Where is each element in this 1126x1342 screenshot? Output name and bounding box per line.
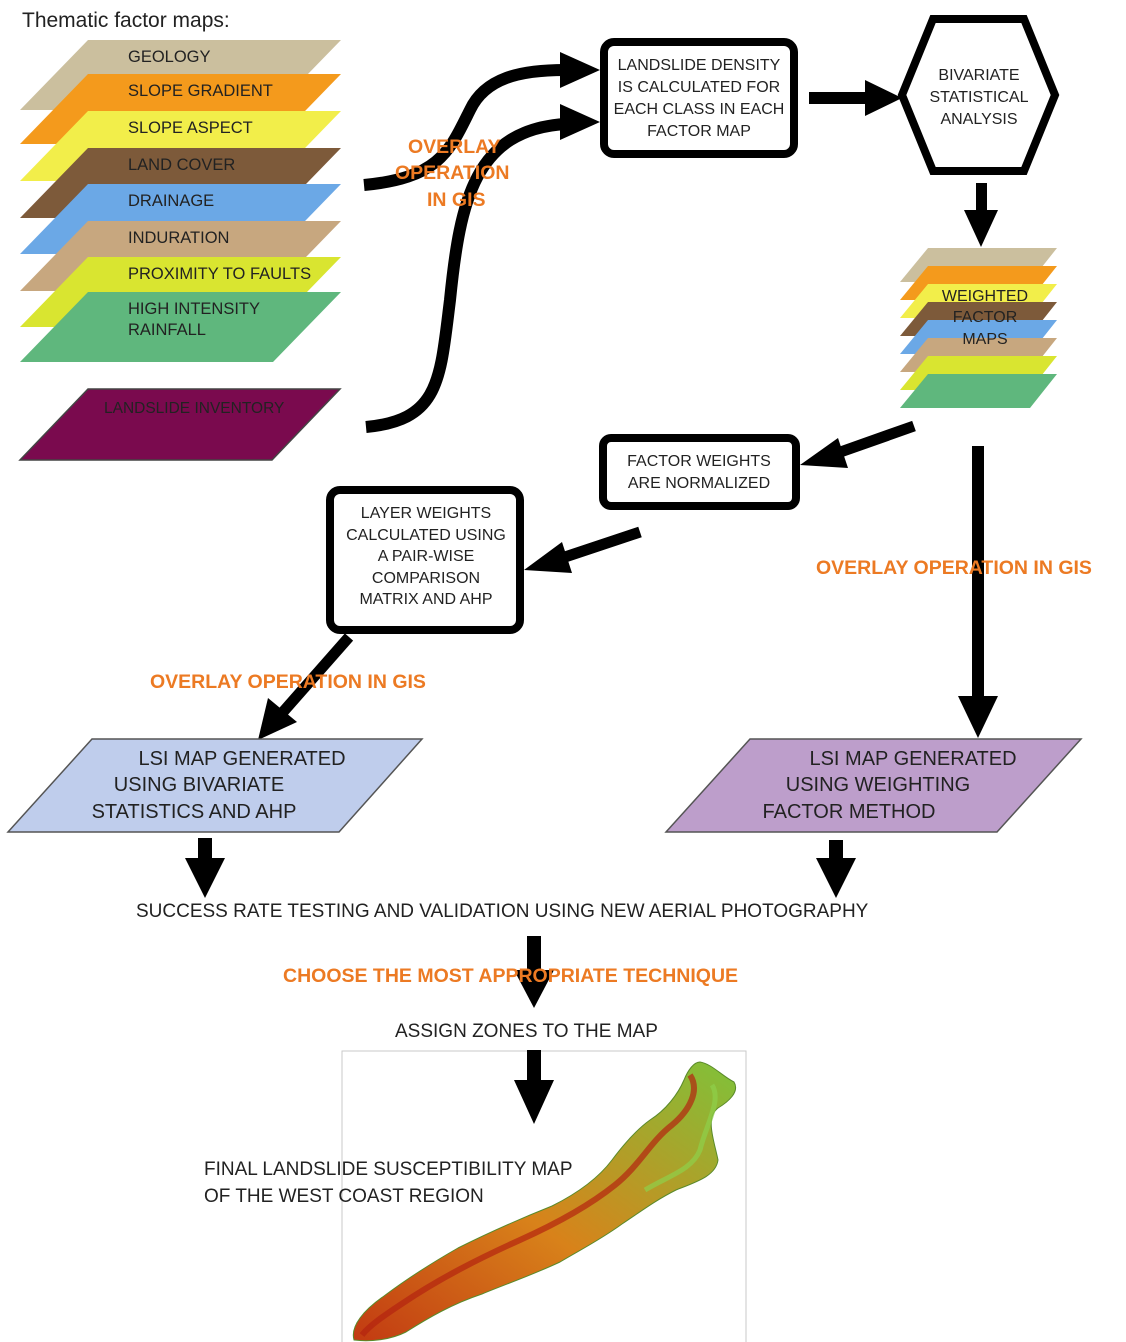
- overlay-label-right: OVERLAY OPERATION IN GIS: [816, 557, 1092, 579]
- west-coast-region-map: [352, 1061, 736, 1342]
- factor-layer-stack: GEOLOGY SLOPE GRADIENT SLOPE ASPECT LAND CO…: [20, 40, 341, 362]
- box-text: LANDSLIDE DENSITY: [618, 57, 781, 74]
- box-text: MATRIX AND AHP: [359, 591, 492, 608]
- assign-zones-text: ASSIGN ZONES TO THE MAP: [395, 1021, 658, 1042]
- lsi-text: LSI MAP GENERATED: [809, 748, 1016, 770]
- arrow-success-to-assign: [514, 936, 554, 1008]
- factor-layer-label: PROXIMITY TO FAULTS: [128, 265, 311, 283]
- weighted-map-layer: [900, 374, 1057, 408]
- heading: Thematic factor maps:: [22, 9, 230, 32]
- lsi-text: USING WEIGHTING: [786, 774, 970, 796]
- factor-layer-label: DRAINAGE: [128, 192, 214, 210]
- landslide-inventory-layer: LANDSLIDE INVENTORY: [18, 388, 342, 461]
- factor-layer-label: SLOPE ASPECT: [128, 119, 253, 137]
- final-map-title-line2: OF THE WEST COAST REGION: [204, 1186, 484, 1207]
- box-text: LAYER WEIGHTS: [361, 505, 491, 522]
- overlay-arrows: [363, 52, 600, 433]
- weighted-label-line: WEIGHTED: [942, 288, 1028, 305]
- box-text: EACH CLASS IN EACH: [614, 101, 785, 118]
- hex-text: BIVARIATE: [938, 67, 1019, 84]
- overlay-label-left: OVERLAY OPERATION IN GIS: [150, 671, 426, 693]
- factor-layer-label: GEOLOGY: [128, 48, 211, 66]
- weighted-factor-maps-stack: [900, 248, 1057, 408]
- factor-layer-label: INDURATION: [128, 229, 229, 247]
- box-text: FACTOR MAP: [647, 123, 751, 140]
- weighted-maps-label: WEIGHTED FACTOR MAPS: [942, 288, 1028, 348]
- arrow-to-normalized: [800, 420, 916, 468]
- box-text: COMPARISON: [372, 570, 480, 587]
- lsi-text: LSI MAP GENERATED: [138, 748, 345, 770]
- factor-layer-label: LAND COVER: [128, 156, 235, 174]
- arrow-to-bivariate: [809, 80, 902, 116]
- arrow-assign-to-map: [514, 1050, 554, 1124]
- arrow-lsi-left-to-success: [185, 838, 225, 898]
- weighted-label-line: FACTOR: [953, 309, 1018, 326]
- hex-text: ANALYSIS: [940, 111, 1017, 128]
- overlay-label-line: IN GIS: [427, 189, 486, 211]
- box-text: IS CALCULATED FOR: [618, 79, 780, 96]
- box-text: CALCULATED USING: [346, 527, 506, 544]
- bivariate-analysis-hexagon: BIVARIATE STATISTICAL ANALYSIS: [897, 15, 1060, 175]
- landslide-inventory-label: LANDSLIDE INVENTORY: [104, 400, 284, 417]
- choose-technique-text: CHOOSE THE MOST APPROPRIATE TECHNIQUE: [283, 965, 738, 987]
- arrow-lsi-right-to-success: [816, 840, 856, 898]
- factor-layer-label: RAINFALL: [128, 321, 206, 339]
- hex-text: STATISTICAL: [930, 89, 1029, 106]
- overlay-label-top: OVERLAY OPERATION IN GIS: [395, 136, 509, 211]
- factor-layer-label: SLOPE GRADIENT: [128, 82, 273, 100]
- layer-weights-ahp-box: LAYER WEIGHTS CALCULATED USING A PAIR-WI…: [326, 486, 524, 634]
- final-map-title-line1: FINAL LANDSLIDE SUSCEPTIBILITY MAP: [204, 1159, 573, 1180]
- lsi-text: USING BIVARIATE: [114, 774, 284, 796]
- arrow-to-weighted-maps: [964, 183, 998, 247]
- lsi-text: STATISTICS AND AHP: [92, 801, 297, 823]
- factor-layer-label: HIGH INTENSITY: [128, 300, 260, 318]
- lsi-text: FACTOR METHOD: [763, 801, 936, 823]
- overlay-label-line: OVERLAY: [408, 136, 500, 158]
- success-rate-text: SUCCESS RATE TESTING AND VALIDATION USIN…: [136, 901, 869, 922]
- lsi-map-weighting: LSI MAP GENERATED USING WEIGHTING FACTOR…: [664, 738, 1083, 833]
- arrow-to-ahp: [524, 526, 642, 573]
- overlay-label-line: OPERATION: [395, 162, 509, 184]
- arrow-weighted-to-lsi-right: [958, 446, 998, 738]
- arrow-ahp-to-lsi-left: [258, 633, 354, 740]
- factor-layer: [20, 292, 341, 362]
- box-text: ARE NORMALIZED: [628, 475, 770, 492]
- lsi-map-bivariate: LSI MAP GENERATED USING BIVARIATE STATIS…: [6, 738, 424, 833]
- box-text: A PAIR-WISE: [378, 548, 475, 565]
- landslide-density-box: LANDSLIDE DENSITY IS CALCULATED FOR EACH…: [600, 38, 798, 158]
- weighted-label-line: MAPS: [962, 331, 1007, 348]
- box-text: FACTOR WEIGHTS: [627, 453, 771, 470]
- factor-weights-normalized-box: FACTOR WEIGHTS ARE NORMALIZED: [599, 434, 800, 510]
